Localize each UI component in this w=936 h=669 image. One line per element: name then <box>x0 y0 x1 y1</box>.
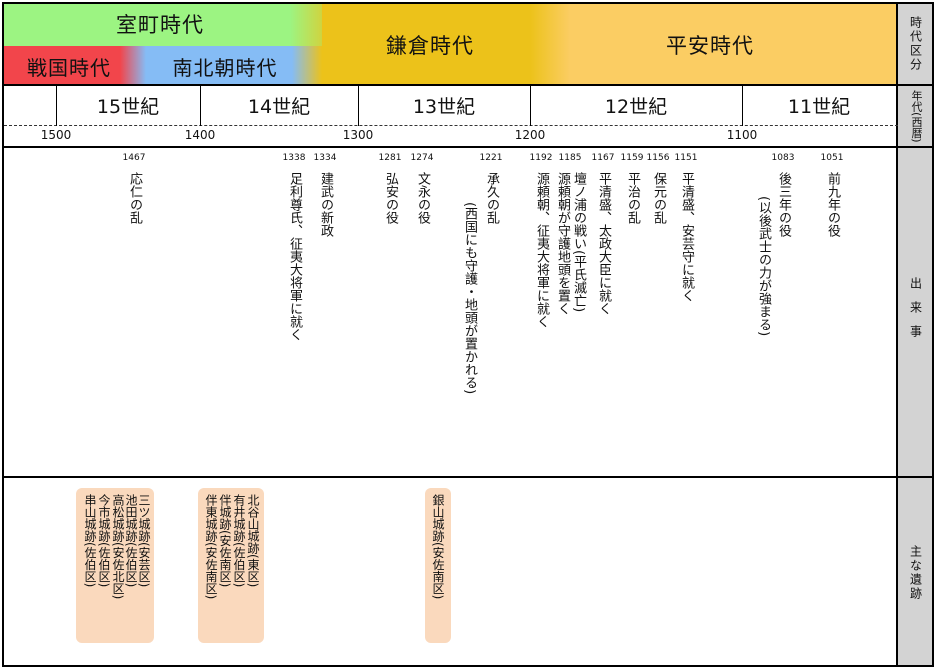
sengoku-band <box>4 46 130 84</box>
event-year-1192: 1192 <box>529 153 553 163</box>
event-year-1334: 1334 <box>313 153 337 163</box>
site-group-14c <box>198 488 264 643</box>
century-tick-1500 <box>56 86 57 126</box>
year-label-1100: 1100 <box>726 128 758 142</box>
event-year-1167: 1167 <box>591 153 615 163</box>
century-14-label: 14世紀 <box>247 95 311 118</box>
side-label-period: 年代(西暦) <box>910 89 923 143</box>
era-heian-label: 平安時代 <box>666 34 754 58</box>
side-column <box>898 4 934 665</box>
side-column-divider <box>896 4 898 667</box>
row-divider-2 <box>4 146 934 148</box>
event-text-zenkunen: 前九年の役 <box>825 172 840 237</box>
nanbokucho-band <box>146 46 296 84</box>
year-label-1200: 1200 <box>514 128 546 142</box>
century-tick-1400 <box>200 86 201 126</box>
site-tomohigashi: 伴東城跡(安佐南区) <box>204 494 218 600</box>
site-mitsu: 三ツ城跡(安芸区) <box>137 494 151 588</box>
kamakura-band <box>322 4 540 84</box>
site-ikeda: 池田城跡(佐伯区) <box>124 494 138 588</box>
century-15-label: 15世紀 <box>96 95 160 118</box>
row-divider-3 <box>4 476 934 478</box>
event-text-dannoura: 壇ノ浦の戦い(平氏滅亡) <box>571 172 586 313</box>
site-kushiyama: 串山城跡(佐伯区) <box>83 494 97 588</box>
era-sengoku-label: 戦国時代 <box>27 55 111 80</box>
era-nanbokucho-label: 南北朝時代 <box>172 55 278 80</box>
nanbokucho-kamakura-gradient <box>292 46 322 84</box>
event-year-1151: 1151 <box>674 153 698 163</box>
site-group-15c <box>76 488 154 643</box>
event-text-ashikaga: 足利尊氏、征夷大将軍に就く <box>287 172 302 341</box>
event-text-kiyomori-daijo: 平清盛、太政大臣に就く <box>596 172 611 315</box>
side-label-era-division: 時代区分 <box>908 16 923 72</box>
event-text-heiji: 平治の乱 <box>625 172 640 224</box>
event-year-1083: 1083 <box>771 153 795 163</box>
event-year-1156: 1156 <box>646 153 670 163</box>
event-year-1159: 1159 <box>620 153 644 163</box>
site-kitadaniyama: 北谷山城跡(東区) <box>246 494 260 588</box>
event-year-1274: 1274 <box>410 153 434 163</box>
century-12-label: 12世紀 <box>604 95 668 118</box>
event-text-kiyomori-aki: 平清盛、安芸守に就く <box>679 172 694 302</box>
era-muromachi-label: 室町時代 <box>116 13 204 37</box>
era-kamakura-label: 鎌倉時代 <box>386 34 474 58</box>
muromachi-band <box>4 4 294 46</box>
century-tick-1100 <box>742 86 743 126</box>
year-label-1300: 1300 <box>342 128 374 142</box>
side-label-events: 出来事 <box>908 277 923 349</box>
event-note-gosannen: (以後武士の力が強まる) <box>756 196 771 337</box>
event-year-1051: 1051 <box>820 153 844 163</box>
kamakura-heian-gradient <box>530 4 570 84</box>
century-tick-1200 <box>530 86 531 126</box>
event-year-1185: 1185 <box>558 153 582 163</box>
event-text-gosannen: 後三年の役 <box>776 172 791 237</box>
site-arii: 有井城跡(佐伯区) <box>232 494 246 588</box>
event-year-1338: 1338 <box>282 153 306 163</box>
event-year-1221: 1221 <box>479 153 503 163</box>
century-11-label: 11世紀 <box>787 95 851 118</box>
year-label-1400: 1400 <box>184 128 216 142</box>
event-text-yoritomo-shogun: 源頼朝、征夷大将軍に就く <box>534 172 549 328</box>
event-note-dannoura: 源頼朝が守護地頭を置く <box>555 172 570 315</box>
side-label-sites: 主な遺跡 <box>908 544 923 601</box>
row-divider-1 <box>4 84 934 86</box>
site-kanayama: 銀山城跡(安佐南区) <box>431 494 445 600</box>
event-text-onin: 応仁の乱 <box>127 172 142 224</box>
year-label-1500: 1500 <box>40 128 72 142</box>
site-imaichi: 今市城跡(佐伯区) <box>97 494 111 588</box>
event-text-jokyu: 承久の乱 <box>484 172 499 224</box>
century-13-label: 13世紀 <box>412 95 476 118</box>
event-year-1467: 1467 <box>122 153 146 163</box>
event-text-hogen: 保元の乱 <box>651 172 666 224</box>
year-axis-dashed-line <box>4 125 898 126</box>
site-tomo: 伴城跡(安佐南区) <box>218 494 232 588</box>
site-group-13c <box>425 488 451 643</box>
sengoku-nanbokucho-gradient <box>120 46 146 84</box>
event-text-koan: 弘安の役 <box>383 172 398 224</box>
event-text-bunei: 文永の役 <box>415 172 430 224</box>
event-text-kenmu: 建武の新政 <box>318 172 333 237</box>
event-year-1281: 1281 <box>378 153 402 163</box>
site-takamatsu: 高松城跡(安佐北区) <box>111 494 125 600</box>
event-note-jokyu: (西国にも守護・地頭が置かれる) <box>462 202 477 395</box>
century-tick-1300 <box>358 86 359 126</box>
heian-band <box>570 4 898 84</box>
